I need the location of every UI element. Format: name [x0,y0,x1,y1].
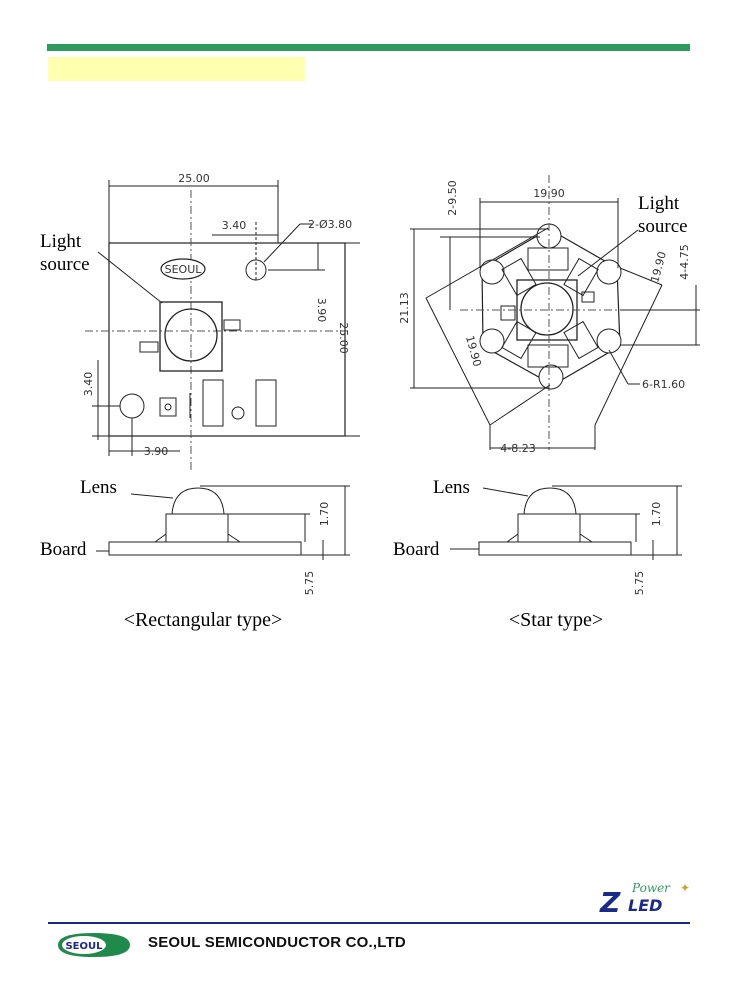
rect-dim-bottom-h: 3.90 [144,445,169,458]
star-label-board: Board [393,539,440,560]
footer-rule [48,922,690,924]
star-caption: <Star type> [509,609,603,631]
rect-dim-hole-v: 3.90 [315,298,328,323]
star-dim-bottom: 4-8.23 [500,442,535,455]
rect-lens-circle [164,308,218,362]
star-side-h2: 5.75 [633,571,646,596]
logo-led: LED [628,896,662,915]
rect-led-package [159,301,223,372]
star-side-h1: 1.70 [650,502,663,527]
svg-text:✦: ✦ [680,881,690,895]
rect-board-outline [108,242,346,437]
star-label-source: source [638,216,688,237]
star-side-view [450,485,682,560]
rect-dim-offset-x: 3.40 [222,219,247,232]
company-name: SEOUL SEMICONDUCTOR CO.,LTD [148,934,406,951]
star-dim-right-v: 4-4.75 [678,244,691,279]
rect-label-source: source [40,254,90,275]
rect-caption: <Rectangular type> [124,609,283,631]
rect-side-h2: 5.75 [303,571,316,596]
rect-logo-text: SEOUL [165,263,203,276]
rect-board-logo [160,258,206,280]
rect-dim-width: 25.00 [178,172,210,185]
rect-side-h1: 1.70 [318,502,331,527]
rect-dim-hole: 2-Ø3.80 [308,218,352,231]
rect-side-view [96,485,350,560]
star-dim-top: 19.90 [533,187,565,200]
rect-dim-left-v: 3.40 [82,372,95,397]
star-dim-diag-left: 2-9.50 [446,180,459,215]
section-highlight-box [48,57,305,81]
zpower-led-logo: Z Power LED ✦ [599,881,690,918]
star-top-view [410,175,700,450]
rect-dim-height: 25.00 [337,322,350,354]
star-dim-height: 21.13 [398,292,411,324]
logo-power: Power [631,881,671,895]
top-accent-bar [47,44,690,51]
rect-label-lens: Lens [80,477,117,498]
star-label-light: Light [638,193,680,214]
rect-mounting-hole-bottom [119,393,145,419]
seoul-logo: SEOUL [58,933,130,957]
rect-label-light: Light [40,231,82,252]
star-label-lens: Lens [433,477,470,498]
star-dim-radius: 6-R1.60 [642,378,685,391]
rect-label-board: Board [40,539,87,560]
star-dim-right-diag: 19.90 [648,250,669,284]
rect-top-view [85,180,360,470]
logo-z: Z [599,886,621,918]
seoul-logo-text: SEOUL [65,941,103,952]
